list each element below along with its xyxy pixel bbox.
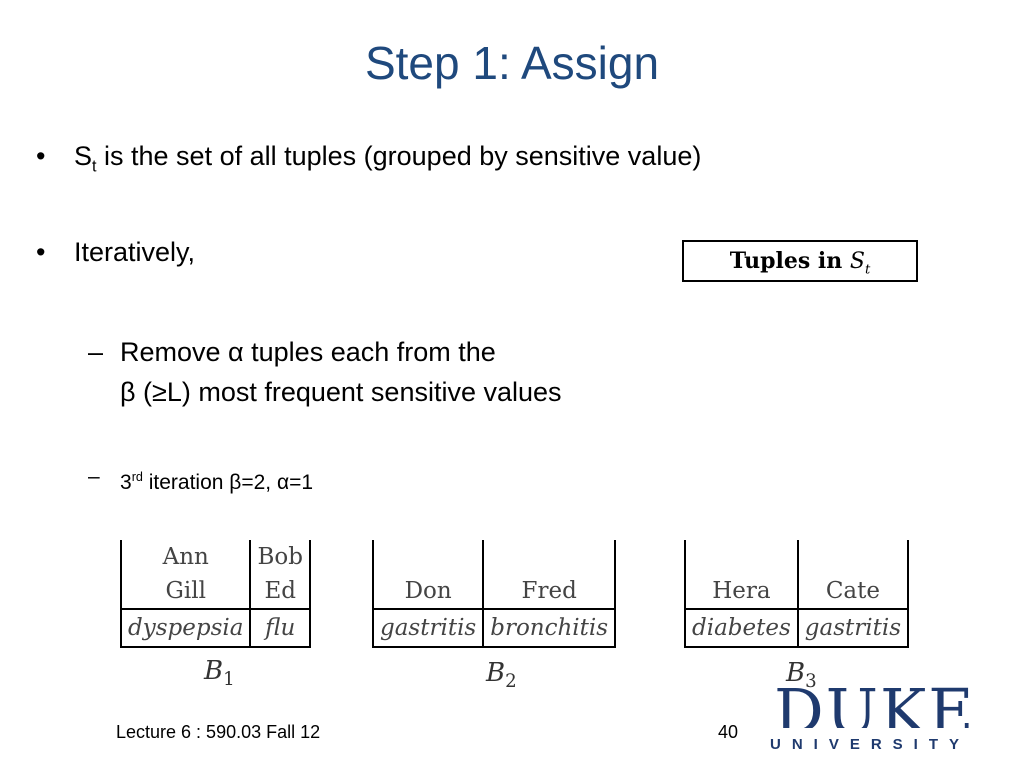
- iteration-ordinal: rd: [131, 470, 143, 484]
- footer-page-number: 40: [718, 722, 739, 742]
- b2-value-bronchitis: bronchitis: [483, 608, 617, 648]
- dash-marker: –: [88, 465, 100, 488]
- b3-name-hera: Hera: [712, 578, 771, 604]
- bucket-b2-label: B2: [486, 658, 517, 692]
- b1-value-dyspepsia: dyspepsia: [119, 608, 252, 648]
- iteration-number: 3: [120, 471, 132, 494]
- tuples-st: S: [849, 249, 865, 274]
- b3-name-cate: Cate: [825, 578, 880, 604]
- b1-name-bob: Bob: [257, 544, 303, 570]
- tuples-in-st-header: Tuples in St: [682, 240, 918, 282]
- university-wordmark: UNIVERSITY: [770, 736, 971, 753]
- duke-wordmark: DUKE: [774, 675, 976, 728]
- bullet-dot: •: [36, 141, 46, 171]
- tuples-st-sub: t: [864, 262, 871, 278]
- slide-title: Step 1: Assign: [364, 37, 660, 89]
- b1-letter: B: [204, 656, 224, 686]
- b3-index: 3: [805, 671, 817, 693]
- b2-index: 2: [505, 671, 517, 693]
- b2-col2-names: Fred: [483, 540, 617, 609]
- remove-line-1: Remove α tuples each from the: [120, 337, 496, 367]
- b1-name-gill: Gill: [165, 578, 206, 604]
- iteration-text: iteration β=2, α=1: [142, 471, 314, 494]
- bullet-iteratively: • Iteratively,: [36, 236, 196, 268]
- bullet-dot: •: [36, 237, 46, 267]
- bucket-b1: Ann Gill Bob Ed dyspepsia flu: [119, 540, 311, 648]
- b1-name-ann: Ann: [162, 544, 209, 570]
- b1-value-flu: flu: [250, 608, 311, 648]
- bullet-st-definition: • St is the set of all tuples (grouped b…: [36, 140, 702, 177]
- b2-col1-names: Don: [371, 540, 485, 609]
- bucket-b3-label: B3: [786, 658, 817, 692]
- st-subscript: t: [92, 157, 97, 176]
- dash-marker: –: [88, 337, 104, 367]
- b1-col2-names: Bob Ed: [250, 540, 311, 609]
- tuples-rule: [682, 280, 918, 282]
- b3-col2-names: Cate: [797, 540, 910, 609]
- remove-line-2: β (≥L) most frequent sensitive values: [120, 377, 562, 407]
- b1-name-ed: Ed: [264, 578, 296, 604]
- footer-lecture: Lecture 6 : 590.03 Fall 12: [116, 722, 321, 742]
- sub-bullet-remove: – Remove α tuples each from the β (≥L) m…: [88, 332, 562, 412]
- tuples-label: Tuples in: [729, 248, 850, 274]
- st-definition-text: is the set of all tuples (grouped by sen…: [96, 141, 702, 171]
- b3-value-gastritis: gastritis: [797, 608, 910, 648]
- b2-name-fred: Fred: [521, 578, 577, 604]
- b2-value-gastritis: gastritis: [371, 608, 485, 648]
- sub-bullet-iteration: – 3rd iteration β=2, α=1: [88, 462, 314, 498]
- bucket-b3: Hera Cate diabetes gastritis: [684, 540, 910, 648]
- b2-name-don: Don: [404, 578, 452, 604]
- b2-letter: B: [486, 658, 506, 688]
- iteratively-text: Iteratively,: [74, 237, 196, 267]
- bucket-b2: Don Fred gastritis bronchitis: [371, 540, 617, 648]
- bucket-b1-label: B1: [204, 656, 235, 690]
- duke-university-logo: DUKE UNIVERSITY: [770, 675, 996, 758]
- st-symbol: S: [74, 141, 93, 171]
- b1-col1-names: Ann Gill: [119, 540, 252, 609]
- b3-letter: B: [786, 658, 806, 688]
- b3-col1-names: Hera: [684, 540, 799, 609]
- b3-value-diabetes: diabetes: [684, 608, 799, 648]
- b1-index: 1: [223, 669, 235, 691]
